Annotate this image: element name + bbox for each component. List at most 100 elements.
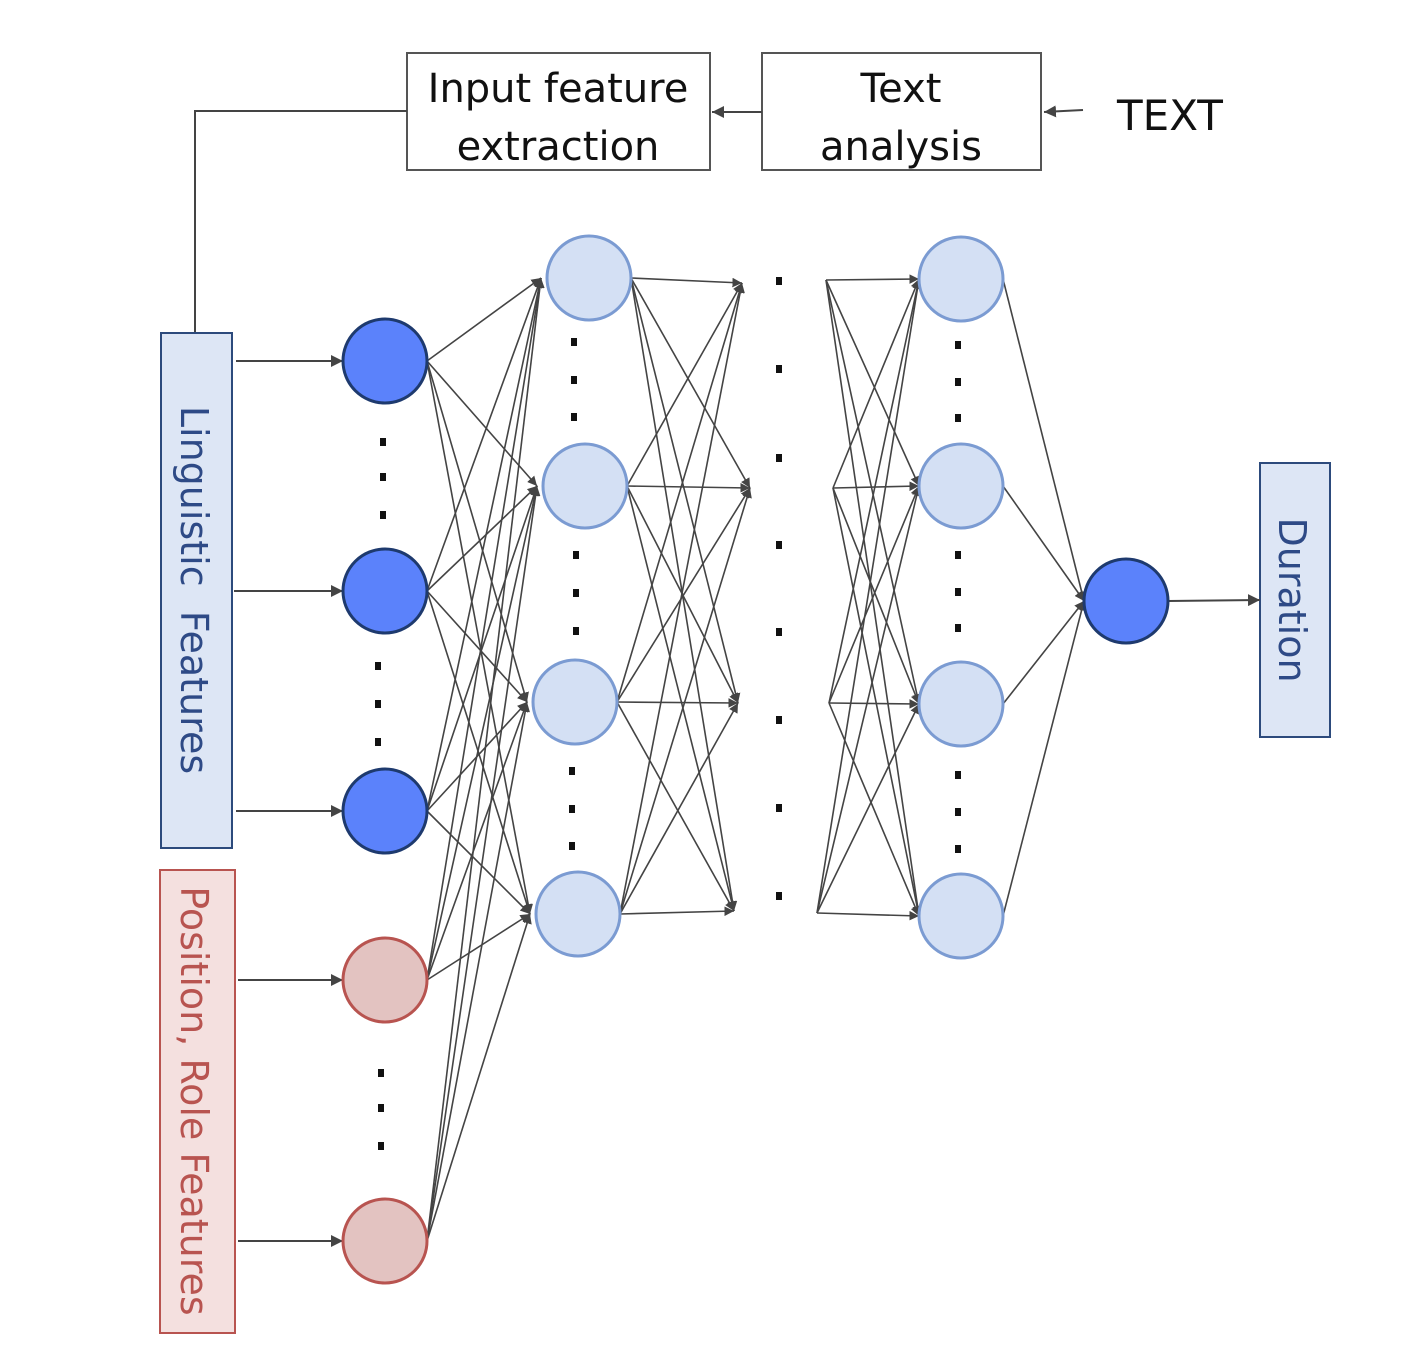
hidden1-node-2 — [531, 658, 619, 746]
hidden1-ellipsis-a-dot-2 — [571, 413, 577, 421]
input-ellipsis-b-dot-1 — [375, 700, 381, 708]
hidden1-ellipsis-c-dot-0 — [569, 767, 575, 775]
edge-in2-h10 — [426, 277, 544, 812]
edge-h12-m0 — [616, 282, 744, 703]
position-ellipsis-dot-2 — [378, 1142, 384, 1150]
edge-m3-h31 — [816, 485, 922, 914]
position-ellipsis-dot-0 — [378, 1069, 384, 1077]
input-ellipsis-a-dot-1 — [380, 473, 386, 481]
middle-ellipsis-dot-2 — [776, 454, 782, 462]
edge-in4-h12 — [426, 701, 530, 1242]
edge-layer — [426, 274, 1087, 1242]
edge-h10-m1 — [630, 277, 751, 489]
edge-m2-h32 — [828, 699, 920, 709]
edge-m0-h32 — [825, 279, 922, 705]
middle-ellipsis-dot-5 — [776, 716, 782, 724]
position-role-features-label: Position, Role Features — [172, 886, 216, 1315]
edge-h13-m3 — [619, 906, 735, 917]
position-node-4 — [341, 1197, 429, 1285]
input-ellipsis-b-dot-2 — [375, 738, 381, 746]
input-node-1 — [341, 547, 429, 635]
middle-ellipsis-dot-4 — [776, 628, 782, 636]
hidden1-ellipsis-c-dot-1 — [569, 805, 575, 813]
edge-h33-out — [1002, 600, 1087, 917]
hidden3-ellipsis-a-dot-0 — [955, 341, 961, 349]
edge-in1-h13 — [426, 590, 532, 915]
edge-m2-h33 — [828, 702, 920, 917]
edge-h12-m1 — [616, 487, 751, 703]
edge-m1-h33 — [832, 487, 922, 917]
input-node-2 — [341, 767, 429, 855]
edge-h13-m2 — [619, 702, 739, 915]
edge-h11-m1 — [626, 483, 751, 493]
input-feature-label-line1: Input feature — [428, 66, 689, 112]
edge-m1-h31 — [832, 481, 920, 492]
edge-in1-h12 — [426, 590, 528, 703]
edge-h13-m1 — [619, 487, 752, 915]
hidden1-ellipsis-b-dot-1 — [573, 589, 579, 597]
edge-in4-h11 — [426, 485, 541, 1242]
input-node-0 — [341, 317, 429, 405]
edge-m1-h32 — [832, 487, 920, 705]
edge-h31-out — [1002, 485, 1085, 602]
hidden3-ellipsis-b-dot-0 — [955, 551, 961, 559]
text-analysis-box: Text analysis — [761, 52, 1042, 171]
node-layer — [341, 234, 1170, 1285]
hidden3-ellipsis-c-dot-2 — [955, 845, 961, 853]
middle-ellipsis-dot-1 — [776, 365, 782, 373]
hidden3-ellipsis-b-dot-1 — [955, 588, 961, 596]
edge-m1-h30 — [832, 278, 920, 489]
hidden3-ellipsis-c-dot-0 — [955, 771, 961, 779]
hidden3-node-0 — [917, 235, 1005, 323]
edge-h30-out — [1002, 278, 1087, 602]
edge-in3-h11 — [426, 485, 540, 981]
edge-h11-m3 — [626, 485, 737, 912]
hidden1-ellipsis-b-dot-0 — [573, 551, 579, 559]
edge-in2-h13 — [426, 810, 531, 915]
middle-ellipsis-dot-0 — [776, 277, 782, 285]
middle-ellipsis-dot-7 — [776, 892, 782, 900]
hidden3-node-1 — [917, 442, 1005, 530]
middle-ellipsis-dot-3 — [776, 541, 782, 549]
edge-in1-h11 — [426, 485, 538, 592]
edge-m0-h30 — [825, 274, 920, 284]
hidden1-node-1 — [541, 442, 629, 530]
edge-in1-h10 — [426, 277, 543, 592]
input-feature-label-line2: extraction — [457, 124, 660, 170]
hidden3-ellipsis-a-dot-2 — [955, 414, 961, 422]
edge-m0-h31 — [825, 279, 920, 487]
ellipsis-layer — [375, 277, 961, 1150]
duration-label: Duration — [1270, 517, 1314, 682]
edge-in2-h11 — [426, 485, 539, 812]
edge-h10-m0 — [630, 277, 743, 288]
hidden3-ellipsis-b-dot-2 — [955, 624, 961, 632]
edge-in4-h13 — [426, 913, 532, 1242]
edge-h12-m3 — [616, 701, 735, 912]
hidden3-ellipsis-a-dot-1 — [955, 378, 961, 386]
hidden1-ellipsis-a-dot-0 — [571, 338, 577, 346]
position-node-3 — [341, 936, 429, 1024]
linguistic-features-box: Linguistic Features — [160, 332, 233, 849]
edge-h12-m2 — [616, 698, 739, 708]
input-ellipsis-a-dot-2 — [380, 511, 386, 519]
edge-in0-h13 — [426, 360, 533, 915]
hidden1-node-0 — [545, 234, 633, 322]
hidden1-ellipsis-c-dot-2 — [569, 842, 575, 850]
input-feature-extraction-box: Input feature extraction — [406, 52, 711, 171]
hidden1-ellipsis-a-dot-1 — [571, 376, 577, 384]
edge-h11-m0 — [626, 282, 743, 487]
edge-m3-h33 — [816, 910, 920, 921]
edge-h10-m2 — [630, 277, 741, 704]
edge-m3-h32 — [816, 703, 920, 914]
output-node — [1082, 557, 1170, 645]
position-ellipsis-dot-1 — [378, 1104, 384, 1112]
edge-m2-h31 — [828, 485, 920, 704]
input-ellipsis-b-dot-0 — [375, 662, 381, 670]
linguistic-features-label: Linguistic Features — [172, 406, 216, 774]
edge-in3-h12 — [426, 701, 529, 981]
edge-in3-h10 — [426, 277, 545, 981]
hidden1-node-3 — [534, 870, 622, 958]
extraction-to-features-connector — [194, 110, 407, 333]
edge-h13-m0 — [619, 282, 745, 915]
